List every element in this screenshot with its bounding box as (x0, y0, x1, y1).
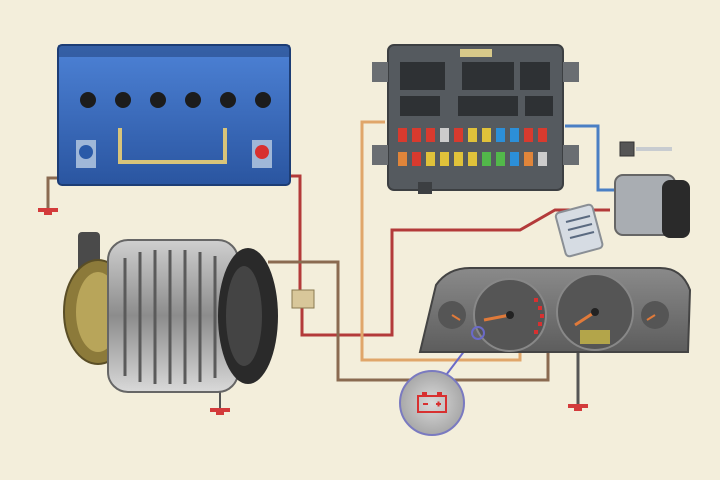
warning-lamp-indicator (471, 326, 485, 340)
positive-terminal-icon (252, 140, 272, 168)
speedometer-gauge (556, 273, 634, 351)
wire-red-main (300, 208, 610, 337)
instrument-cluster (418, 267, 692, 353)
battery-warning-lamp (399, 370, 465, 436)
alternator-b-plus-terminal (291, 289, 315, 309)
tachometer-gauge (473, 278, 547, 352)
fuel-gauge (438, 301, 466, 329)
wire-blue-ignition (565, 124, 625, 192)
battery-cell-caps (80, 92, 271, 108)
odometer-display (580, 330, 610, 344)
wire-brown-d-plus (268, 260, 550, 382)
fuse-relay-box (372, 44, 579, 194)
alternator-fins (123, 250, 217, 384)
fuses (398, 128, 547, 166)
alternator (63, 232, 315, 393)
ignition-switch (554, 141, 690, 258)
ignition-connector-pins (565, 215, 595, 239)
battery-handle (118, 128, 227, 164)
tachometer-redline (534, 298, 544, 334)
temperature-gauge (641, 301, 669, 329)
ground-symbol-icon (38, 208, 58, 215)
ground-symbol-icon (568, 404, 588, 411)
battery-warning-icon (417, 392, 447, 413)
negative-terminal-icon (76, 140, 96, 168)
relays (400, 62, 553, 116)
wire-orange-fuse-cluster (360, 120, 522, 362)
battery (57, 44, 291, 186)
ground-symbol-icon (210, 408, 230, 415)
